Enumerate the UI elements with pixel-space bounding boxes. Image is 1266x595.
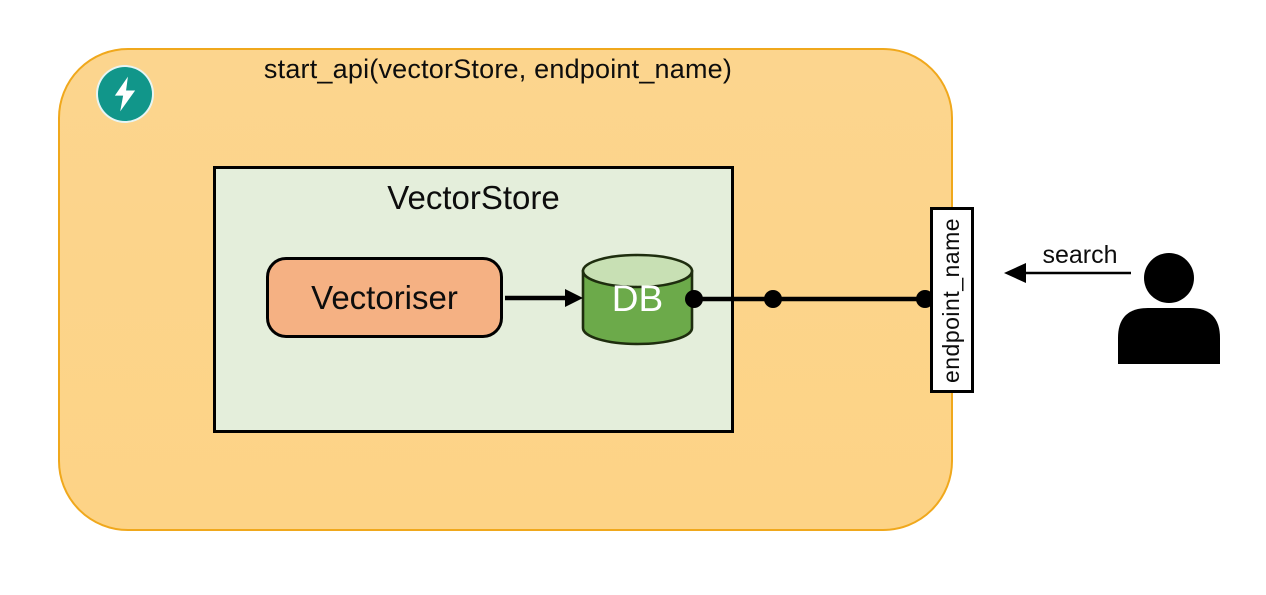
vectorstore-title: VectorStore [387,179,560,216]
search-label: search [1042,241,1118,269]
fastapi-badge [96,65,154,123]
person-icon [1118,253,1220,364]
vectoriser-label: Vectoriser [311,278,458,316]
lightning-bolt-icon [114,76,136,112]
endpoint-name-label: endpoint_name [938,217,965,383]
endpoint-name-box: endpoint_name [930,207,974,393]
api-call-title: start_api(vectorStore, endpoint_name) [263,54,733,84]
database-cylinder-icon [581,253,694,346]
db-label: DB [611,278,664,319]
vectoriser-node: Vectoriser [266,257,503,338]
